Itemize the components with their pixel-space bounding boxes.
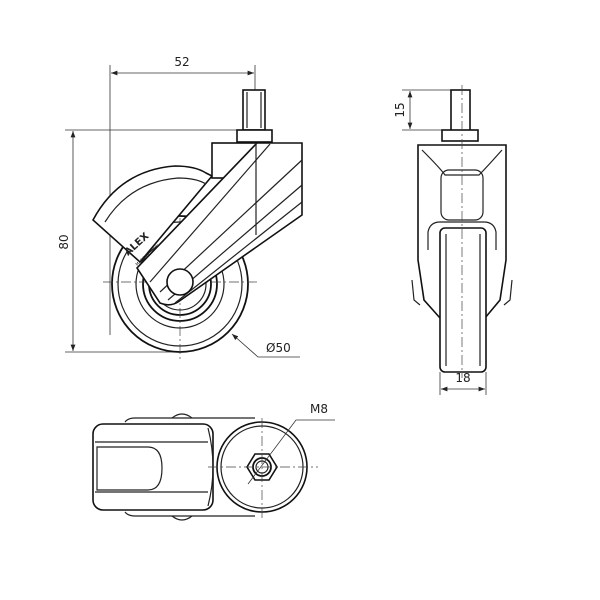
wheel-cover bbox=[91, 165, 214, 264]
threaded-stud bbox=[242, 89, 266, 131]
thread-size-label: M8 bbox=[310, 402, 328, 416]
top-view: M8 bbox=[92, 402, 335, 521]
wheel-diameter-label: Ø50 bbox=[266, 341, 291, 355]
fork-body bbox=[135, 142, 303, 306]
front-wheel bbox=[439, 227, 487, 373]
top-slot bbox=[96, 446, 163, 491]
front-stud bbox=[450, 89, 471, 132]
side-view: 52 80 ALEX MADE IN SPAIN bbox=[57, 55, 303, 360]
height-dimension-label: 80 bbox=[57, 234, 71, 249]
stud-length-label: 15 bbox=[393, 102, 407, 117]
stud-nut bbox=[236, 129, 273, 143]
width-dimension-label: 52 bbox=[174, 55, 189, 69]
top-fork-body bbox=[92, 423, 214, 511]
front-nut bbox=[441, 129, 479, 142]
front-view: 15 18 bbox=[393, 85, 513, 395]
axle bbox=[166, 268, 194, 296]
wheel-width-label: 18 bbox=[455, 371, 470, 385]
